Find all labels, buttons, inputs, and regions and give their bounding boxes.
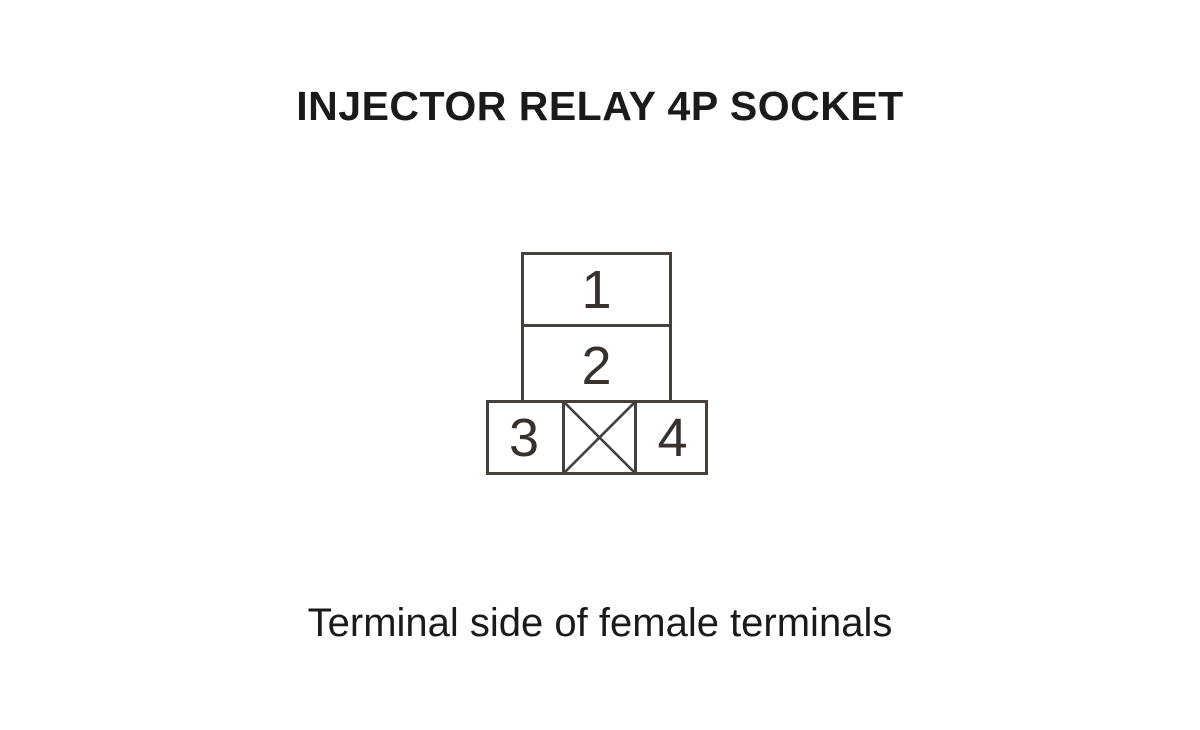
diagram-caption: Terminal side of female terminals (307, 601, 893, 645)
pin-label-4: 4 (657, 407, 688, 468)
page-title: INJECTOR RELAY 4P SOCKET (296, 83, 904, 129)
pin-cell-3: 3 (486, 400, 562, 475)
keyway-crossed-box-icon (562, 400, 637, 475)
pin-cell-2: 2 (524, 327, 669, 400)
pin-cell-1: 1 (524, 255, 669, 327)
pin-cell-4: 4 (637, 400, 708, 475)
pin-label-2: 2 (581, 335, 612, 396)
socket-tower-outline: 1 2 (521, 252, 672, 400)
pin-label-1: 1 (581, 259, 612, 320)
pin-label-3: 3 (508, 407, 540, 468)
